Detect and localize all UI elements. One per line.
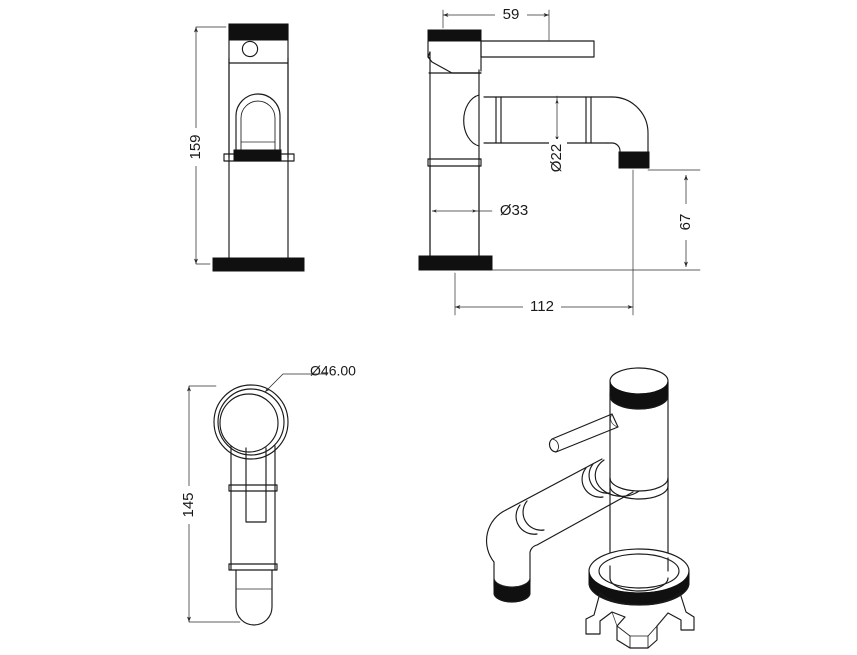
- dimension-145: [181, 385, 241, 623]
- front-spout-band: [233, 149, 282, 162]
- side-lever-handle: [480, 40, 595, 58]
- iso-elbow-outer: [485, 509, 507, 587]
- iso-clamp-left-leg: [585, 592, 626, 635]
- dimension-label-112: 112: [530, 298, 554, 315]
- leader-d46: [264, 373, 328, 393]
- iso-clamp-top-arc: [599, 592, 681, 606]
- side-top-cap: [427, 29, 482, 42]
- plan-lever-slot: [245, 447, 267, 523]
- plan-cap-outer-circle: [213, 384, 289, 460]
- side-spout-aerator: [618, 151, 650, 169]
- dimension-159: [188, 26, 227, 265]
- dimension-label-145: 145: [180, 492, 197, 517]
- dimension-59: [442, 6, 550, 41]
- dimension-label-d33: Ø33: [500, 202, 528, 219]
- side-spout-elbow-outer: [611, 96, 649, 169]
- front-base-flange: [212, 257, 305, 272]
- dimension-label-d22: Ø22: [548, 144, 565, 172]
- front-spout-arch-inner: [240, 100, 276, 151]
- front-lever-pin-hole: [241, 40, 259, 58]
- dimension-label-59: 59: [503, 6, 520, 23]
- dimension-label-67: 67: [677, 214, 694, 231]
- dimension-label-159: 159: [187, 134, 204, 159]
- iso-spout-saddle: [594, 459, 640, 497]
- plan-cap-inner-circle: [219, 393, 279, 453]
- dimension-112: [454, 169, 634, 317]
- plan-cap-mid-circle: [217, 388, 285, 456]
- dimension-label-d46: Ø46.00: [310, 363, 356, 379]
- side-spout-elbow-inner: [606, 142, 621, 169]
- dimension-d22: [549, 95, 567, 179]
- view-isometric: [485, 367, 695, 649]
- view-side-elevation: 59 Ø22 Ø33 112 67: [418, 6, 701, 317]
- front-top-cap: [228, 23, 289, 41]
- iso-clamp-center-nut: [616, 612, 669, 649]
- view-top-plan: Ø46.00 145: [180, 363, 356, 626]
- iso-elbow-inner: [529, 544, 538, 583]
- view-front-elevation: 159: [187, 23, 305, 272]
- side-base-flange: [418, 255, 493, 271]
- iso-clamp-right-leg: [667, 592, 695, 631]
- dimension-67: [491, 169, 701, 271]
- side-spout-joint: [463, 94, 480, 147]
- plan-spout-tip: [235, 569, 273, 626]
- front-spout-arch-outer: [235, 93, 281, 151]
